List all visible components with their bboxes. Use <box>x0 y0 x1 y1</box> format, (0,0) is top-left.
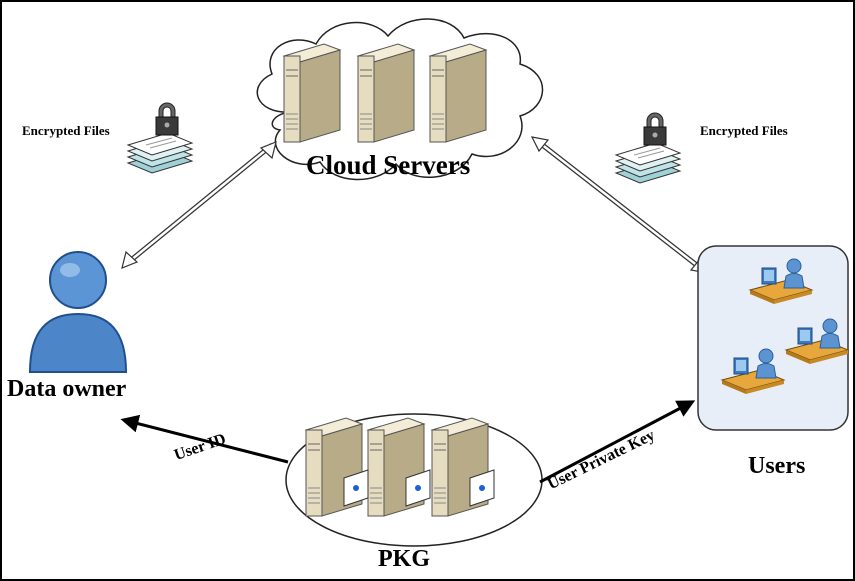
encrypted-files-icon <box>127 102 193 174</box>
cloud-server-icon <box>429 43 487 143</box>
data-owner-person-icon <box>28 251 128 373</box>
encrypted-files-label-left: Encrypted Files <box>22 123 110 138</box>
user-id-arrow <box>120 414 289 464</box>
cloud-servers-label: Cloud Servers <box>306 150 471 180</box>
data-owner-label: Data owner <box>7 376 127 402</box>
cloud-server-icon <box>283 43 341 143</box>
cloud-server-icon <box>357 43 415 143</box>
encrypted-files-label-right: Encrypted Files <box>700 123 788 138</box>
cloud-users-double-arrow <box>530 136 709 274</box>
pkg-label: PKG <box>378 546 430 572</box>
pkg-key-cards <box>343 469 495 507</box>
users-label: Users <box>748 453 806 479</box>
encrypted-files-icon <box>615 112 681 184</box>
owner-cloud-double-arrow <box>121 141 277 269</box>
user-private-key-arrow <box>539 400 696 484</box>
